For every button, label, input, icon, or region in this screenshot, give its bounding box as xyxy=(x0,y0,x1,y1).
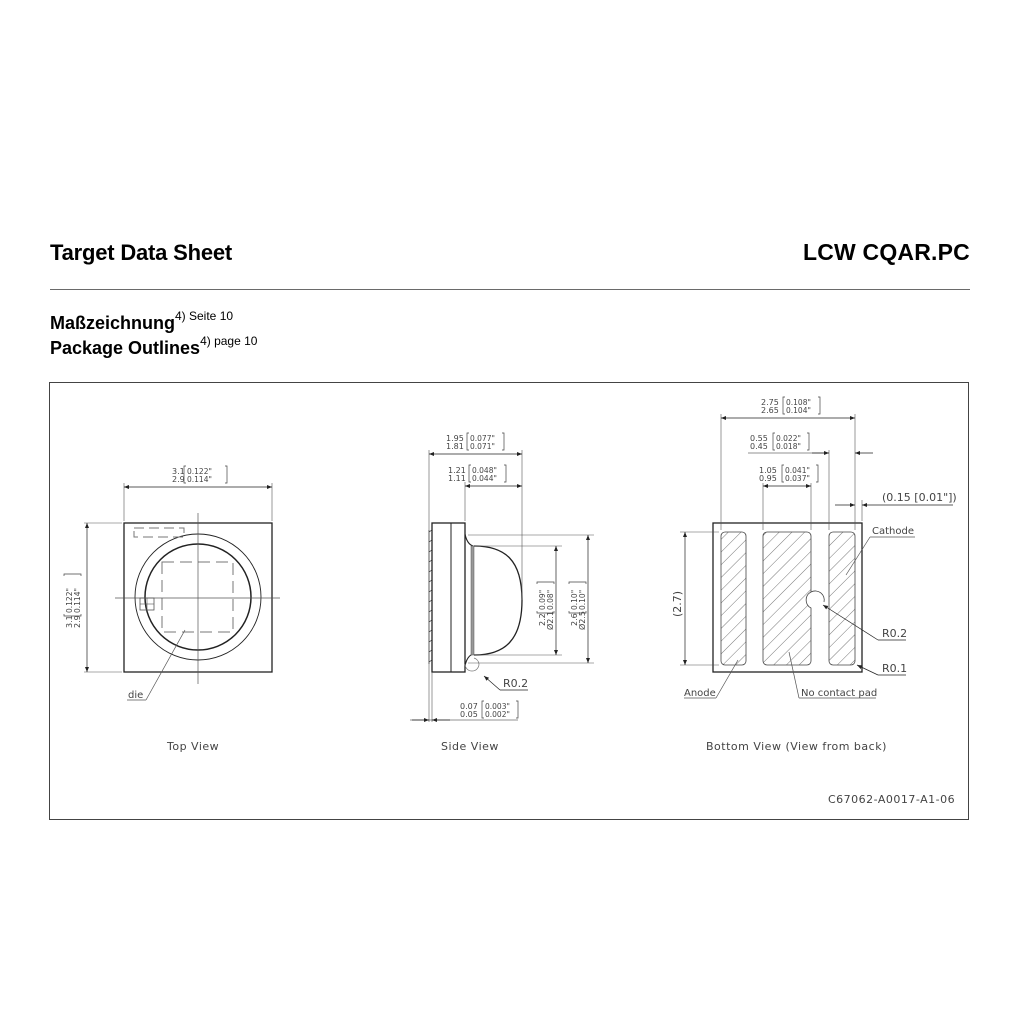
dim-min-in: 0.071" xyxy=(470,442,495,451)
dim-max-in: 0.022" xyxy=(776,434,801,443)
dim-min: 1.11 xyxy=(448,474,466,483)
die-label: die xyxy=(128,690,143,701)
dim-max-in: 0.041" xyxy=(785,466,810,475)
dim-min-in: 0.002" xyxy=(485,710,510,719)
notch-radius-label: R0.2 xyxy=(882,627,907,640)
bottom-dim-cathode: 0.55 0.45 0.022" 0.018" xyxy=(750,432,810,451)
bottom-dim-span: 2.75 2.65 0.108" 0.104" xyxy=(761,396,821,415)
german-title: Maßzeichnung xyxy=(50,313,175,333)
dim-min: 2.9 xyxy=(73,615,82,628)
edge-gap-label: (0.15 [0.01"]) xyxy=(882,491,957,504)
side-view xyxy=(410,450,594,722)
cathode-label: Cathode xyxy=(872,526,914,537)
dim-min-in: 0.08" xyxy=(546,590,555,610)
corner-radius-label: R0.1 xyxy=(882,662,907,675)
dim-max-in: 0.09" xyxy=(538,590,547,610)
bottom-view-body xyxy=(712,522,863,673)
dim-min: 2.9 xyxy=(172,475,185,484)
dim-max: 3.1 xyxy=(65,615,74,628)
bottom-view-label: Bottom View (View from back) xyxy=(706,740,887,753)
side-body xyxy=(431,522,466,673)
dim-max: 0.55 xyxy=(750,434,768,443)
dim-min-in: 0.018" xyxy=(776,442,801,451)
side-dim-lens-dia: 2.2 Ø2.1 0.09" 0.08" xyxy=(536,581,555,630)
cathode-mark xyxy=(133,527,185,538)
dim-max-in: 0.108" xyxy=(786,398,811,407)
dim-max-in: 0.10" xyxy=(570,590,579,610)
cathode-pad xyxy=(828,531,856,666)
lens-dome xyxy=(473,545,523,656)
dim-max: 3.1 xyxy=(172,467,185,476)
dim-max: 2.2 xyxy=(538,613,547,626)
dim-min: 2.65 xyxy=(761,406,779,415)
top-view-dim-height: 3.1 2.9 0.122" 0.114" xyxy=(63,573,82,628)
english-title: Package Outlines xyxy=(50,338,201,358)
dim-max: 2.6 xyxy=(570,613,579,626)
dim-min-in: 0.037" xyxy=(785,474,810,483)
drawing-number: C67062-A0017-A1-06 xyxy=(828,793,955,806)
dim-min: 0.05 xyxy=(460,710,478,719)
dim-max-in: 0.003" xyxy=(485,702,510,711)
top-view xyxy=(84,483,280,701)
dim-max: 1.05 xyxy=(759,466,777,475)
top-view-dim-width: 3.1 2.9 0.122" 0.114" xyxy=(172,465,228,484)
dim-max: 2.75 xyxy=(761,398,779,407)
side-view-label: Side View xyxy=(441,740,499,753)
no-contact-pad xyxy=(762,531,812,666)
side-dim-lens: 1.21 1.11 0.048" 0.044" xyxy=(448,464,507,483)
pad-length-label: (2.7) xyxy=(671,591,684,617)
dim-min-in: 0.10" xyxy=(578,590,587,610)
anode-pad xyxy=(720,531,747,666)
section-title-english: Package Outlines4) page 10 xyxy=(50,334,258,360)
no-contact-label: No contact pad xyxy=(801,688,877,699)
top-view-label: Top View xyxy=(166,740,219,753)
dim-max: 1.95 xyxy=(446,434,464,443)
dim-max-in: 0.122" xyxy=(187,467,212,476)
dim-min: Ø2.5 xyxy=(577,611,587,630)
bottom-dim-center: 1.05 0.95 0.041" 0.037" xyxy=(759,464,819,483)
side-dim-standoff: 0.07 0.05 0.003" 0.002" xyxy=(460,700,519,719)
document-title: Target Data Sheet xyxy=(50,240,233,265)
side-dim-total: 1.95 1.81 0.077" 0.071" xyxy=(446,432,505,451)
die-outline xyxy=(161,561,234,633)
dim-max-in: 0.048" xyxy=(472,466,497,475)
anode-label: Anode xyxy=(684,688,716,699)
drawing-frame xyxy=(49,382,969,820)
dim-min: 0.45 xyxy=(750,442,768,451)
header-divider xyxy=(50,289,970,290)
side-radius-label: R0.2 xyxy=(503,677,528,690)
english-footnote: 4) page 10 xyxy=(200,334,258,348)
side-dim-ring-dia: 2.6 Ø2.5 0.10" 0.10" xyxy=(568,581,587,630)
part-number: LCW CQAR.PC xyxy=(802,239,970,265)
section-title-german: Maßzeichnung4) Seite 10 xyxy=(50,309,234,335)
dim-max-in: 0.122" xyxy=(65,588,74,613)
dim-min-in: 0.044" xyxy=(472,474,497,483)
bottom-view xyxy=(680,414,953,699)
dim-min-in: 0.104" xyxy=(786,406,811,415)
dim-max: 0.07 xyxy=(460,702,478,711)
dim-max: 1.21 xyxy=(448,466,466,475)
dim-max-in: 0.077" xyxy=(470,434,495,443)
german-footnote: 4) Seite 10 xyxy=(175,309,234,323)
dim-min-in: 0.114" xyxy=(73,588,82,613)
dim-min-in: 0.114" xyxy=(187,475,212,484)
dim-min: 0.95 xyxy=(759,474,777,483)
dim-min: 1.81 xyxy=(446,442,464,451)
dim-min: Ø2.1 xyxy=(545,611,555,630)
